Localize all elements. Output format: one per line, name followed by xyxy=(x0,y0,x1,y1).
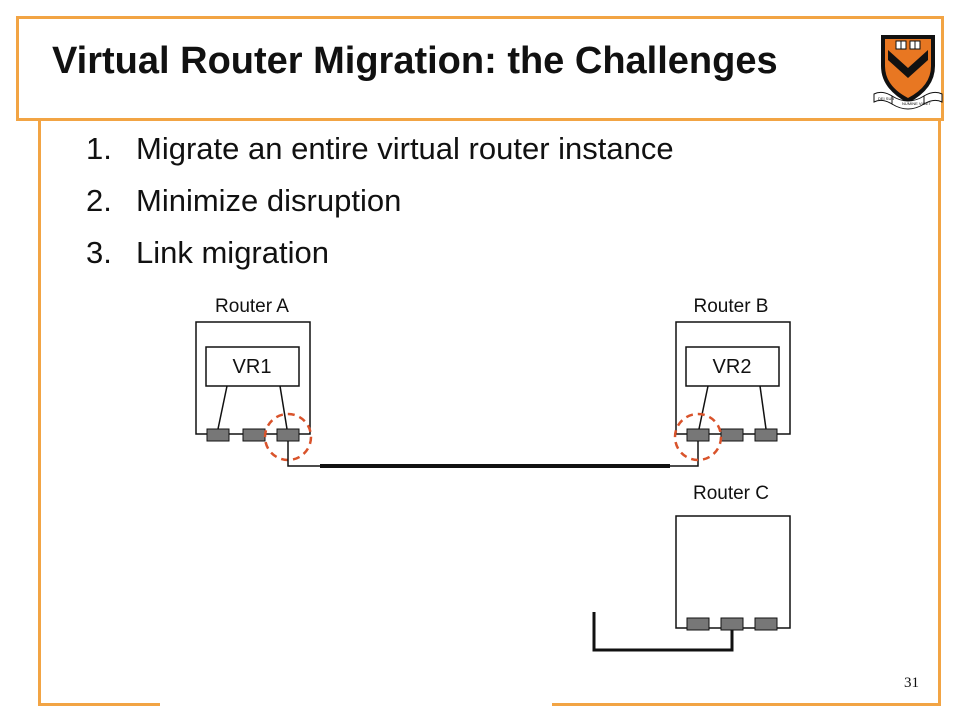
vr2-link-right xyxy=(759,385,767,430)
slide-title: Virtual Router Migration: the Challenges xyxy=(52,40,778,82)
frame-bottom-right-line xyxy=(552,703,941,706)
router-a-port-3 xyxy=(276,428,300,442)
frame-title-underline xyxy=(16,118,944,121)
router-b-port-1 xyxy=(686,428,710,442)
router-b-port-2 xyxy=(720,428,744,442)
link-c xyxy=(592,612,734,652)
princeton-shield-logo: DEI SUB NUMINE VIGET xyxy=(873,35,943,110)
frame-body-right-line xyxy=(938,118,941,704)
router-a-label: Router A xyxy=(215,296,289,317)
bullet-list: 1. Migrate an entire virtual router insta… xyxy=(86,130,674,286)
router-c-port-3 xyxy=(754,617,778,631)
bullet-number: 1. xyxy=(86,131,112,166)
link-a-b-thin xyxy=(287,441,699,467)
vr2-box xyxy=(685,346,780,387)
bullet-number: 2. xyxy=(86,183,112,218)
router-a-port-highlight xyxy=(263,412,313,462)
logo-motto-right: NUMINE VIGET xyxy=(902,101,931,106)
router-c-port-1 xyxy=(686,617,710,631)
vr1-label: VR1 xyxy=(233,356,272,378)
router-c: Router C xyxy=(675,483,791,631)
frame-body-left-line xyxy=(38,118,41,704)
router-a-port-1 xyxy=(206,428,230,442)
frame-bottom-left-line xyxy=(38,703,160,706)
router-a-port-2 xyxy=(242,428,266,442)
router-c-box xyxy=(675,515,791,629)
router-b-port-3 xyxy=(754,428,778,442)
router-a: Router A VR1 xyxy=(195,296,313,462)
router-b-label: Router B xyxy=(694,296,769,317)
frame-left-line xyxy=(16,16,19,120)
vr2-label: VR2 xyxy=(713,356,752,378)
bullet-text: Migrate an entire virtual router instanc… xyxy=(136,131,674,166)
vr1-box xyxy=(205,346,300,387)
router-b: Router B VR2 xyxy=(673,296,791,462)
page-number: 31 xyxy=(904,675,919,691)
bullet-text: Link migration xyxy=(136,235,329,270)
vr1-link-left xyxy=(217,385,228,430)
vr1-link-right xyxy=(279,385,288,430)
bullet-text: Minimize disruption xyxy=(136,183,402,218)
router-c-port-2 xyxy=(720,617,744,631)
bullet-number: 3. xyxy=(86,235,112,270)
frame-top-line xyxy=(16,16,944,19)
bullet-item: 1. Migrate an entire virtual router insta… xyxy=(86,130,674,182)
router-c-label: Router C xyxy=(693,483,769,504)
frame-right-line xyxy=(941,16,944,120)
logo-motto-left: DEI SUB xyxy=(878,96,894,101)
bullet-item: 3. Link migration xyxy=(86,234,674,286)
bullet-item: 2. Minimize disruption xyxy=(86,182,674,234)
vr2-link-left xyxy=(698,385,709,430)
router-b-port-highlight xyxy=(673,412,723,462)
